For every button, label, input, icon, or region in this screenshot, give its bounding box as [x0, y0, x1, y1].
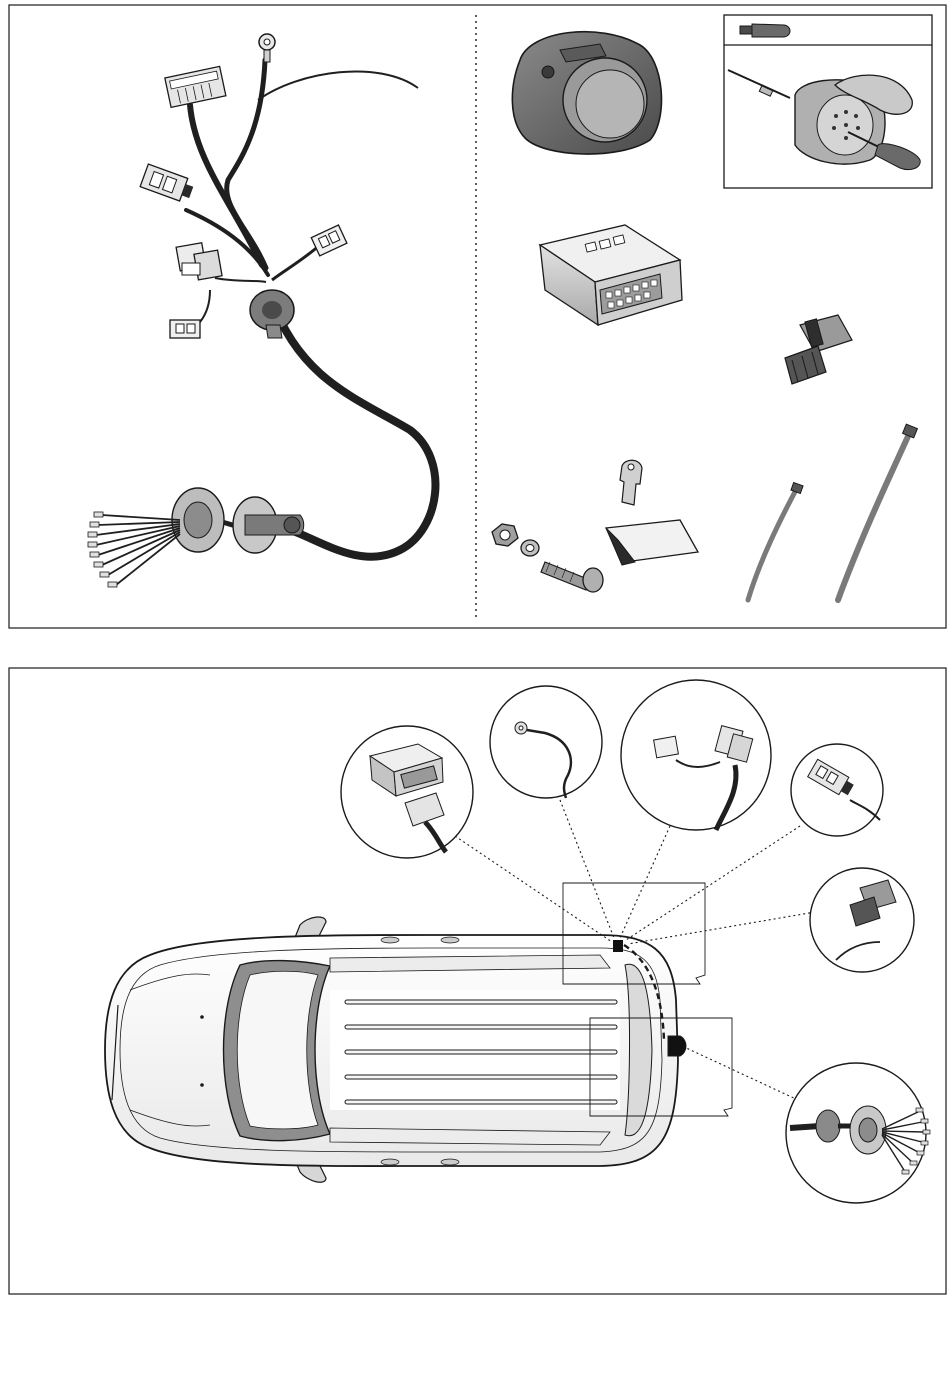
- callout-relay-plug: [791, 744, 883, 836]
- car-top-view: [105, 917, 686, 1182]
- parts-kit-panel: [9, 5, 946, 628]
- callout-connector-clip: [810, 868, 914, 972]
- installation-panel: [9, 668, 946, 1294]
- module-location-marker: [613, 940, 623, 952]
- callout-harness-junction: [621, 680, 771, 830]
- callout-module-connector: [341, 726, 473, 858]
- callout-earth-eyelet: [490, 686, 602, 798]
- trailer-socket: [512, 32, 661, 154]
- tool-inset: [724, 15, 932, 188]
